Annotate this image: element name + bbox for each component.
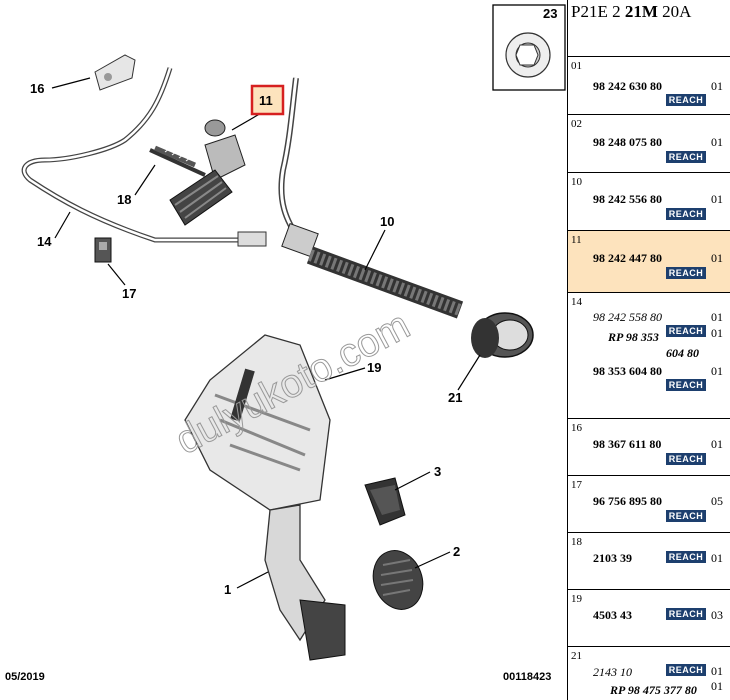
callout-19[interactable]: 19: [367, 360, 381, 375]
parts-row[interactable]: 19 4503 43 REACH 03: [568, 589, 730, 646]
highlight-box-11: [250, 84, 285, 116]
reach-badge: REACH: [666, 510, 706, 522]
leader-2: [414, 551, 451, 569]
callout-23: 23: [543, 6, 557, 21]
part-11-slave-cylinder[interactable]: [149, 119, 246, 226]
reach-badge: REACH: [666, 551, 706, 563]
leader-10: [364, 229, 386, 271]
part-14-pipe[interactable]: [21, 67, 267, 247]
parts-row-highlighted[interactable]: 11 98 242 447 80 01 REACH: [568, 230, 730, 292]
reach-badge: REACH: [666, 151, 706, 163]
parts-row[interactable]: 16 98 367 611 80 01 REACH: [568, 418, 730, 475]
reach-badge: REACH: [666, 267, 706, 279]
leader-14: [54, 211, 71, 239]
parts-row[interactable]: 21 2143 10 REACH 01 RP 98 475 377 80 01: [568, 646, 730, 700]
reach-badge: REACH: [666, 379, 706, 391]
reach-badge: REACH: [666, 453, 706, 465]
leader-21: [457, 354, 481, 391]
part-2-pedal-pad[interactable]: [365, 544, 431, 617]
part-17-clip[interactable]: [94, 237, 112, 263]
reach-badge: REACH: [666, 664, 706, 676]
parts-row[interactable]: 02 98 248 075 80 01 REACH: [568, 114, 730, 172]
reach-badge: REACH: [666, 94, 706, 106]
part-1-pedal-assembly[interactable]: [184, 334, 346, 661]
callout-1[interactable]: 1: [224, 582, 231, 597]
footer-code: 00118423: [503, 671, 552, 683]
callout-21[interactable]: 21: [448, 390, 462, 405]
part-3-pedal-pad[interactable]: [364, 477, 406, 526]
callout-2[interactable]: 2: [453, 544, 460, 559]
parts-row[interactable]: 10 98 242 556 80 01 REACH: [568, 172, 730, 230]
parts-row[interactable]: 14 98 242 558 80 01 RP 98 353 REACH 01 6…: [568, 292, 730, 418]
parts-row[interactable]: 01 98 242 630 80 01 REACH: [568, 56, 730, 114]
part-10-hose[interactable]: [278, 77, 464, 319]
callout-10[interactable]: 10: [380, 214, 394, 229]
parts-diagram: 23: [21, 4, 566, 661]
inset-23[interactable]: 23: [492, 4, 566, 91]
reach-badge: REACH: [666, 208, 706, 220]
leader-3: [394, 471, 431, 491]
parts-row[interactable]: 18 2103 39 REACH 01: [568, 532, 730, 589]
parts-list-panel: P21E 2 21M 20A 01 98 242 630 80 01 REACH…: [567, 0, 730, 700]
parts-row[interactable]: 17 96 756 895 80 05 REACH: [568, 475, 730, 532]
callout-16[interactable]: 16: [30, 81, 44, 96]
leader-16: [51, 77, 91, 89]
callout-11[interactable]: 11: [259, 93, 273, 108]
footer-date: 05/2019: [5, 671, 45, 683]
part-18-bolt[interactable]: [154, 145, 196, 168]
reach-badge: REACH: [666, 325, 706, 337]
leader-1: [236, 571, 269, 589]
callout-3[interactable]: 3: [434, 464, 441, 479]
leader-17: [107, 263, 126, 286]
leader-18: [134, 164, 156, 196]
callout-18[interactable]: 18: [117, 192, 131, 207]
part-21-grommet[interactable]: [471, 312, 534, 358]
part-16-bracket[interactable]: [94, 54, 136, 91]
callout-17[interactable]: 17: [122, 286, 136, 301]
callout-14[interactable]: 14: [37, 234, 52, 249]
reach-badge: REACH: [666, 608, 706, 620]
leader-19: [324, 367, 366, 381]
panel-title: P21E 2 21M 20A: [571, 2, 692, 21]
